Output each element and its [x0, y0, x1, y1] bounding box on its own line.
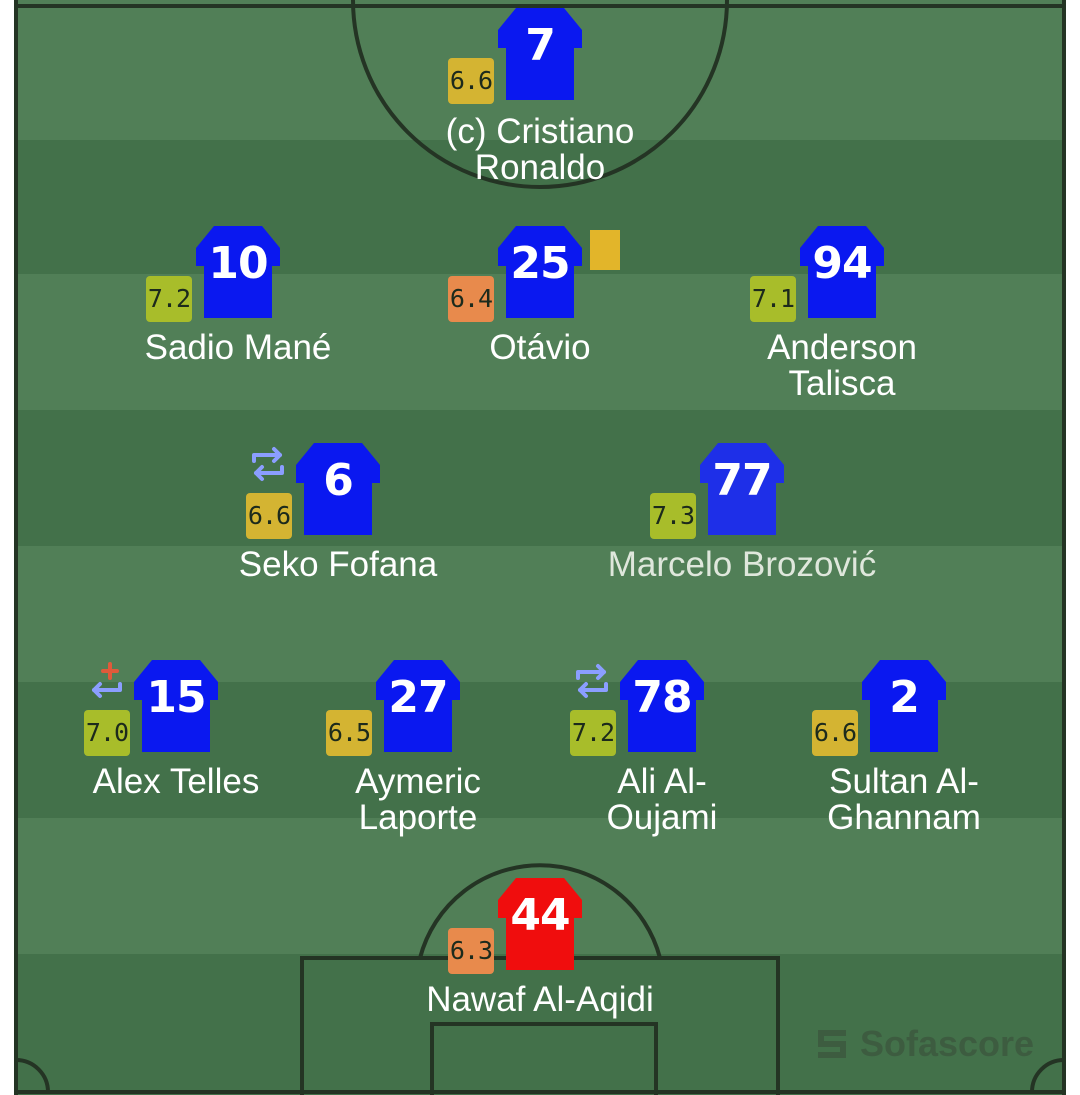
player-rating: 7.2	[146, 276, 192, 322]
shirt-number: 6	[323, 455, 354, 506]
shirt: 10	[196, 226, 280, 318]
shirt-number: 10	[208, 238, 268, 289]
shirt-icon	[700, 443, 784, 535]
player-name: Marcelo Brozović	[607, 545, 877, 584]
substitution-icon	[252, 447, 284, 481]
shirt-icon	[498, 8, 582, 100]
shirt-icon	[296, 443, 380, 535]
player-name: Alex Telles	[92, 762, 260, 801]
player-name: Seko Fofana	[238, 545, 438, 584]
player-name-line-1: Aymeric	[355, 762, 481, 801]
shirt: 25	[498, 226, 582, 318]
player-name-line-1: Anderson	[767, 328, 917, 367]
player-rating: 6.6	[812, 710, 858, 756]
shirt-icon	[620, 660, 704, 752]
substitution-in-icon	[92, 662, 122, 698]
shirt-number: 2	[889, 672, 920, 723]
substitution-icon	[576, 664, 608, 698]
player-rating: 7.2	[570, 710, 616, 756]
player-name-line-2: Oujami	[606, 798, 718, 837]
shirt: 27	[376, 660, 460, 752]
player-name-line-2: Talisca	[788, 364, 896, 403]
player-rating: 7.0	[84, 710, 130, 756]
player-name: Nawaf Al-Aqidi	[426, 980, 654, 1019]
shirt: 94	[800, 226, 884, 318]
shirt-icon	[862, 660, 946, 752]
player-rating: 6.4	[448, 276, 494, 322]
sofascore-logo-icon	[818, 1030, 846, 1058]
player-rating: 7.1	[750, 276, 796, 322]
shirt-icon	[196, 226, 280, 318]
player-rating: 6.6	[448, 58, 494, 104]
sofascore-logo: Sofascore	[814, 1022, 1044, 1066]
player-name-line-2: Laporte	[358, 798, 478, 837]
shirt: 44	[498, 878, 582, 970]
yellow-card-icon	[590, 230, 620, 270]
shirt: 78	[620, 660, 704, 752]
shirt-number: 94	[812, 238, 872, 289]
goalkeeper-shirt-icon	[498, 878, 582, 970]
shirt-number: 77	[712, 455, 772, 506]
shirt-number: 78	[632, 672, 692, 723]
player-name: (c) Cristiano Ronaldo	[445, 112, 635, 187]
shirt: 6	[296, 443, 380, 535]
shirt-icon	[134, 660, 218, 752]
player-name: Otávio	[489, 328, 591, 367]
player-rating: 6.6	[246, 493, 292, 539]
player-name-line-1: Sultan Al-	[829, 762, 979, 801]
shirt-number: 44	[510, 890, 570, 941]
shirt-icon	[376, 660, 460, 752]
shirt-number: 15	[146, 672, 206, 723]
shirt: 15	[134, 660, 218, 752]
shirt: 2	[862, 660, 946, 752]
player-name-line-1: Ali Al-	[617, 762, 707, 801]
shirt: 7	[498, 8, 582, 100]
shirt-number: 7	[525, 20, 556, 71]
shirt-number: 25	[510, 238, 570, 289]
player-name-line-2: Ghannam	[827, 798, 981, 837]
player-rating: 6.5	[326, 710, 372, 756]
player-rating: 7.3	[650, 493, 696, 539]
shirt-icon	[800, 226, 884, 318]
player-name: Sadio Mané	[144, 328, 332, 367]
shirt: 77	[700, 443, 784, 535]
sofascore-logo-text: Sofascore	[860, 1023, 1035, 1064]
shirt-number: 27	[388, 672, 448, 723]
shirt-icon	[498, 226, 582, 318]
player-rating: 6.3	[448, 928, 494, 974]
